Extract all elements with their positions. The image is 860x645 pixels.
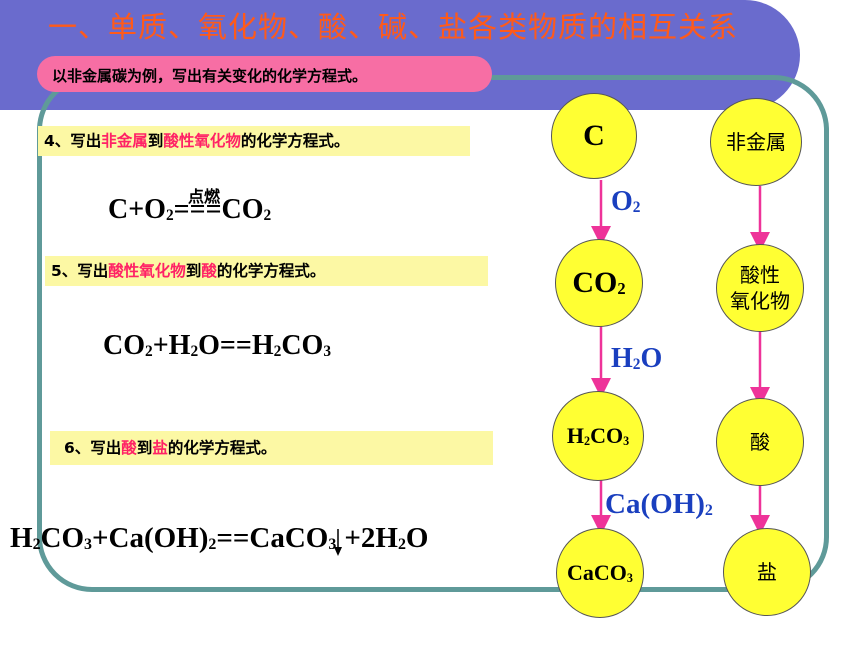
question-6-num: 6、写出 xyxy=(64,439,122,457)
eq3-sub: 2 xyxy=(32,536,41,554)
page-title: 一、单质、氧化物、酸、碱、盐各类物质的相互关系 xyxy=(48,10,739,44)
question-5-to: 酸 xyxy=(201,262,217,280)
eq2-sub: 2 xyxy=(145,343,153,361)
question-5-from: 酸性氧化物 xyxy=(108,262,186,280)
eq2-sub: 2 xyxy=(190,343,199,361)
node-co2: CO2 xyxy=(555,239,643,327)
category-acid: 酸 xyxy=(716,398,804,486)
question-6-to: 盐 xyxy=(152,439,168,457)
eq2-part: O==H xyxy=(198,330,274,361)
equation-1-right: ===CO xyxy=(173,194,264,225)
category-acid-label: 酸 xyxy=(750,430,770,454)
eq2-sub: 2 xyxy=(273,343,282,361)
question-5-end: 的化学方程式。 xyxy=(216,262,326,280)
category-acidic-oxide-label: 酸性氧化物 xyxy=(730,263,790,313)
question-5-num: 5、写出 xyxy=(51,262,109,280)
question-6-from: 酸 xyxy=(121,439,137,457)
eq3-part: H xyxy=(10,522,33,554)
question-4-mid: 到 xyxy=(147,132,164,150)
eq3-sub: 2 xyxy=(397,536,406,554)
reagent-h2o: H2O xyxy=(611,343,663,374)
question-4-to: 酸性氧化物 xyxy=(163,132,241,150)
eq2-part: +H xyxy=(152,330,191,361)
equation-1-condition: 点燃 xyxy=(188,187,221,206)
question-5-mid: 到 xyxy=(185,262,202,280)
subtitle-text: 以非金属碳为例，写出有关变化的化学方程式。 xyxy=(52,67,368,85)
node-c: C xyxy=(551,93,637,179)
equation-1: C+O2===CO2 xyxy=(108,194,271,226)
question-5: 5、写出酸性氧化物到酸的化学方程式。 xyxy=(45,256,488,286)
node-caco3-label: CaCO3 xyxy=(567,560,633,585)
category-acidic-oxide: 酸性氧化物 xyxy=(716,244,804,332)
question-4-from: 非金属 xyxy=(101,132,148,150)
equation-2: CO2+H2O==H2CO3 xyxy=(103,330,331,362)
reagent-o2: O2 xyxy=(611,186,641,217)
eq3-part: ==CaCO xyxy=(216,522,329,554)
eq2-part: CO xyxy=(281,330,324,361)
question-6-mid: 到 xyxy=(136,439,153,457)
equation-1-sub1: 2 xyxy=(165,207,174,225)
eq3-sub: 3 xyxy=(84,536,92,554)
eq3-sub: 3 xyxy=(328,536,337,554)
equation-3: H2CO3+Ca(OH)2==CaCO3+2H2O xyxy=(10,522,429,556)
question-4: 4、写出非金属到酸性氧化物的化学方程式。 xyxy=(38,126,470,156)
node-caco3: CaCO3 xyxy=(556,528,644,618)
node-c-label: C xyxy=(583,119,605,152)
category-nonmetal: 非金属 xyxy=(710,98,802,186)
category-nonmetal-label: 非金属 xyxy=(726,130,786,154)
node-h2co3: H2CO3 xyxy=(552,391,644,481)
eq3-part: O xyxy=(405,522,429,554)
eq2-part: CO xyxy=(103,330,145,361)
eq3-part: +2H xyxy=(344,522,398,554)
category-salt-label: 盐 xyxy=(757,560,777,584)
eq3-sub: 2 xyxy=(208,536,217,554)
node-co2-label: CO2 xyxy=(572,266,626,299)
reagent-caoh2: Ca(OH)2 xyxy=(605,488,713,520)
question-6-end: 的化学方程式。 xyxy=(167,439,277,457)
eq3-part: +Ca(OH) xyxy=(92,522,209,554)
eq2-sub: 3 xyxy=(323,343,332,361)
question-4-end: 的化学方程式。 xyxy=(240,132,350,150)
node-h2co3-label: H2CO3 xyxy=(566,423,630,448)
equation-1-left: C+O xyxy=(108,194,166,225)
question-4-num: 4、写出 xyxy=(44,132,102,150)
subtitle-pill xyxy=(37,56,492,92)
category-salt: 盐 xyxy=(723,528,811,616)
equation-1-sub2: 2 xyxy=(263,207,272,225)
question-6: 6、写出酸到盐的化学方程式。 xyxy=(50,431,493,465)
eq3-part: CO xyxy=(40,522,85,554)
